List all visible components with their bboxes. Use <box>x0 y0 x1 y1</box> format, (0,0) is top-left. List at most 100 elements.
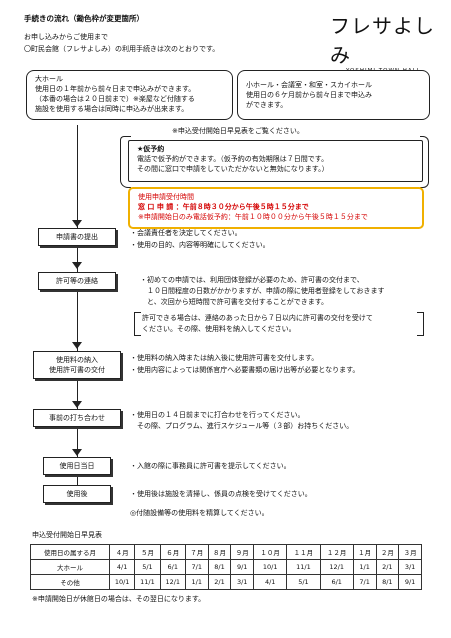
step-pre-meeting: 事前の打ち合わせ <box>33 409 121 427</box>
small-rooms-line-1: 小ホール・会議室・和室・スカイホール <box>246 81 372 89</box>
permit-box-line-2: ください。その際、使用料を納入してください。 <box>142 325 296 333</box>
step-use-day: 使用日当日 <box>43 457 111 475</box>
table-header-cell: ６月 <box>159 544 186 560</box>
step-application: 申請書の提出 <box>38 228 116 246</box>
table-cell: 7/1 <box>184 559 209 575</box>
arrow-4 <box>72 401 82 408</box>
small-rooms-line-2: 使用日の６ケ月前から前々日まで申込み <box>246 91 372 99</box>
scroll-left-curl <box>120 136 131 188</box>
table-cell: 6/1 <box>319 574 354 590</box>
table-header-cell: ８月 <box>207 544 232 560</box>
provisional-line-2: その間に窓口で申請をしていただかないと無効になります。） <box>137 165 329 173</box>
table-cell: 4/1 <box>253 574 288 590</box>
table-cell: 1/1 <box>352 559 377 575</box>
table-cell: 2/1 <box>375 559 400 575</box>
table-header-cell: ４月 <box>108 544 136 560</box>
step1-note-2: ・使用の目的、内容等明確にしてください。 <box>130 241 270 249</box>
step2-note-2: １０日間程度の日数がかかりますが、申請の際に使用者登録をしておきます <box>140 287 385 295</box>
table-cell: 7/1 <box>352 574 377 590</box>
table-cell: 12/1 <box>319 559 354 575</box>
step1-note-1: ・会議責任者を決定してください。 <box>130 229 242 237</box>
table-cell: 10/1 <box>253 559 288 575</box>
hours-line-2: ※申請開始日のみ電話仮予約：午前１０時００分から午後５時１５分まで <box>138 213 368 221</box>
table-title: 申込受付開始日早見表 <box>32 531 102 539</box>
step6-note-1: ・使用後は施設を清掃し、係員の点検を受けてください。 <box>130 490 312 498</box>
small-rooms-box: 小ホール・会議室・和室・スカイホール 使用日の６ケ月前から前々日まで申込み がで… <box>237 70 430 120</box>
table-cell: 5/1 <box>286 574 321 590</box>
large-hall-box: 大ホール 使用日の１年前から前々日まで申込みができます。 （本番の場合は２０日前… <box>26 70 233 120</box>
permit-bracket-box: 許可できる場合は、連絡のあった日から７日以内に許可書の交付を受けて ください。そ… <box>134 312 424 336</box>
scroll-right-curl <box>420 136 429 188</box>
table-cell: 大ホール <box>30 559 110 575</box>
step3-note-2: ・使用内容によっては関係官庁へ必要書類の届け出等が必要となります。 <box>130 366 360 374</box>
step3-note-1: ・使用料の納入時または納入後に使用許可書を交付します。 <box>130 354 319 362</box>
permit-box-line-1: 許可できる場合は、連絡のあった日から７日以内に許可書の交付を受けて <box>142 314 373 322</box>
step2-note-3: と、次回から短時間で許可書を交付することができます。 <box>140 298 329 306</box>
table-cell: 10/1 <box>108 574 136 590</box>
table-cell: 9/1 <box>398 574 422 590</box>
table-footnote: ※申請開始日が休館日の場合は、その翌日になります。 <box>32 595 206 603</box>
provisional-title: ★仮予約 <box>137 145 165 153</box>
table-header-cell: １０月 <box>253 544 288 560</box>
arrow-1 <box>72 220 82 227</box>
table-header-cell: ９月 <box>230 544 255 560</box>
table-header-cell: ３月 <box>398 544 422 560</box>
table-header-cell: １１月 <box>286 544 321 560</box>
schedule-note: ※申込受付開始日早見表をご覧ください。 <box>172 127 304 135</box>
table-cell: 4/1 <box>108 559 136 575</box>
bracket-left <box>134 312 141 336</box>
intro-line-1: お申し込みからご使用まで <box>24 33 108 41</box>
flow-line <box>77 125 78 495</box>
table-header-cell: ２月 <box>375 544 400 560</box>
arrow-5 <box>72 449 82 456</box>
provisional-line-1: 電話で仮予約ができます。（仮予約の有効期限は７日間です。 <box>137 155 329 163</box>
schedule-table: 使用日の属する月 ４月 ５月 ６月 ７月 ８月 ９月 １０月 １１月 １２月 １… <box>30 544 422 590</box>
step3-label-2: 使用許可書の交付 <box>49 366 105 374</box>
table-cell: 6/1 <box>159 559 186 575</box>
table-header-cell: ７月 <box>184 544 209 560</box>
large-hall-line-1: 使用日の１年前から前々日まで申込みができます。 <box>35 85 196 93</box>
table-header-row: 使用日の属する月 ４月 ５月 ６月 ７月 ８月 ９月 １０月 １１月 １２月 １… <box>30 544 422 560</box>
table-header-cell: １月 <box>352 544 377 560</box>
large-hall-label: 大ホール <box>35 75 63 83</box>
step-after-use: 使用後 <box>43 485 111 503</box>
step-permit-contact: 許可等の連絡 <box>38 272 116 290</box>
large-hall-line-3: 施設を使用する場合は同時に申込みが出来ます。 <box>35 105 189 113</box>
arrow-3 <box>72 342 82 349</box>
table-header-cell: １２月 <box>319 544 354 560</box>
table-header-cell: ５月 <box>134 544 161 560</box>
small-rooms-line-3: ができます。 <box>246 101 288 109</box>
step4-note-1: ・使用日の１４日前までに打合わせを行ってください。 <box>130 411 305 419</box>
table-cell: 5/1 <box>134 559 161 575</box>
fee-note: ◎付随設備等の使用料を精算してください。 <box>130 509 269 517</box>
bracket-right <box>417 312 424 336</box>
table-cell: 3/1 <box>230 574 255 590</box>
provisional-box: ★仮予約 電話で仮予約ができます。（仮予約の有効期限は７日間です。 その間に窓口… <box>128 140 423 182</box>
table-row: その他 10/1 11/1 12/1 1/1 2/1 3/1 4/1 5/1 6… <box>30 574 422 590</box>
step-fee-payment: 使用料の納入 使用許可書の交付 <box>33 351 121 379</box>
table-cell: 2/1 <box>207 574 232 590</box>
table-cell: 9/1 <box>230 559 255 575</box>
table-cell: 11/1 <box>134 574 161 590</box>
arrow-2 <box>72 262 82 269</box>
table-row: 大ホール 4/1 5/1 6/1 7/1 8/1 9/1 10/1 11/1 1… <box>30 559 422 575</box>
hours-box: 使用申請受付時間 窓 口 申 請 ：午前８時３０分から午後５時１５分まで ※申請… <box>128 187 424 229</box>
table-header-cell: 使用日の属する月 <box>30 544 110 560</box>
logo: フレサよしみ YOSHIMI TOWN HALL <box>330 10 440 74</box>
table-cell: 11/1 <box>286 559 321 575</box>
table-cell: 8/1 <box>207 559 232 575</box>
table-cell: 3/1 <box>398 559 422 575</box>
logo-main: フレサよしみ <box>330 14 435 67</box>
table-cell: 1/1 <box>184 574 209 590</box>
table-cell: その他 <box>30 574 110 590</box>
step3-label-1: 使用料の納入 <box>56 356 98 364</box>
large-hall-line-2: （本番の場合は２０日前まで）※楽屋など付随する <box>35 95 195 103</box>
hours-title: 使用申請受付時間 <box>138 193 194 201</box>
page-title: 手続きの流れ（鋤色枠が変更箇所） <box>24 14 144 23</box>
step2-note-1: ・初めての申請では、利用団体登録が必要のため、許可書の交付まで、 <box>140 276 364 284</box>
table-cell: 8/1 <box>375 574 400 590</box>
intro-line-2: 〇町民会館（フレサよしみ）の利用手続きは次のとおりです。 <box>24 45 220 53</box>
step5-note-1: ・入館の際に事務員に許可書を提示してください。 <box>130 462 291 470</box>
step4-note-2: その際、プログラム、進行スケジュール等（３部）お持ちください。 <box>130 422 354 430</box>
hours-line-1: 窓 口 申 請 ：午前８時３０分から午後５時１５分まで <box>138 203 309 211</box>
